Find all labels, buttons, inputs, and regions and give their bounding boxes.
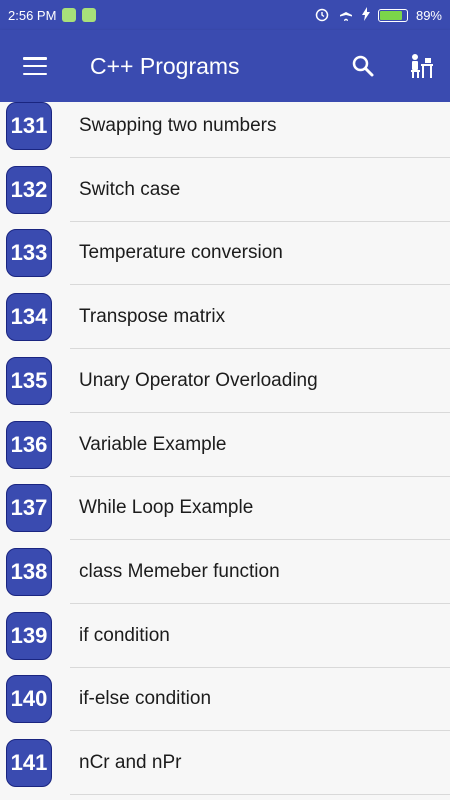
- search-button[interactable]: [334, 30, 392, 102]
- hamburger-menu-icon: [23, 57, 47, 75]
- program-number-badge: 140: [6, 675, 52, 724]
- program-title: if-else condition: [79, 688, 212, 710]
- row-divider: [70, 157, 450, 158]
- program-title: While Loop Example: [79, 497, 254, 519]
- list-item[interactable]: 137 While Loop Example: [0, 476, 450, 541]
- program-title: if condition: [79, 624, 170, 646]
- program-number-badge: 136: [6, 420, 52, 469]
- battery-icon: [377, 8, 408, 22]
- list-item[interactable]: 135 Unary Operator Overloading: [0, 349, 450, 413]
- program-number-badge: 133: [6, 229, 52, 278]
- status-right: 89%: [314, 6, 442, 25]
- list-item[interactable]: 140 if-else condition: [0, 667, 450, 732]
- list-item[interactable]: 134 Transpose matrix: [0, 285, 450, 350]
- program-title: Unary Operator Overloading: [79, 369, 318, 391]
- program-number-badge: 141: [6, 739, 52, 787]
- battery-percent: 89%: [415, 7, 442, 23]
- profile-button[interactable]: [392, 30, 450, 102]
- page-title: C++ Programs: [90, 52, 240, 79]
- program-title: Switch case: [79, 178, 181, 200]
- program-title: Swapping two numbers: [79, 115, 277, 136]
- battery-fill: [379, 10, 402, 20]
- program-title: nCr and nPr: [79, 752, 182, 773]
- program-number-badge: 132: [6, 165, 52, 214]
- row-divider: [70, 794, 450, 795]
- airplane-icon: [338, 6, 354, 25]
- program-title: class Memeber function: [79, 560, 280, 582]
- status-left: 2:56 PM: [8, 7, 97, 23]
- menu-button[interactable]: [0, 30, 70, 102]
- row-divider: [70, 730, 450, 732]
- status-time: 2:56 PM: [8, 7, 57, 23]
- program-number-badge: 131: [6, 102, 52, 150]
- alarm-icon: [314, 6, 330, 25]
- program-title: Variable Example: [79, 433, 227, 455]
- program-number-badge: 138: [6, 547, 52, 596]
- list-item[interactable]: 131 Swapping two numbers: [0, 102, 450, 158]
- list-item[interactable]: 133 Temperature conversion: [0, 221, 450, 286]
- program-number-badge: 135: [6, 356, 52, 405]
- row-divider: [70, 602, 450, 604]
- search-icon: [352, 55, 374, 77]
- program-number-badge: 139: [6, 611, 52, 660]
- list-item[interactable]: 138 class Memeber function: [0, 540, 450, 604]
- program-title: Transpose matrix: [79, 306, 226, 328]
- program-list: 131 Swapping two numbers 132 Switch case 133…: [0, 102, 450, 800]
- list-item[interactable]: 136 Variable Example: [0, 413, 450, 477]
- app-bar: C++ Programs: [0, 30, 450, 102]
- status-bar: 2:56 PM 89%: [0, 0, 450, 30]
- desk-person-icon: [411, 54, 433, 78]
- notification-icon: [62, 8, 77, 22]
- list-item[interactable]: 132 Switch case: [0, 158, 450, 222]
- row-divider: [70, 220, 450, 222]
- row-divider: [70, 666, 450, 668]
- row-divider: [70, 411, 450, 413]
- row-divider: [70, 284, 450, 286]
- program-number-badge: 134: [6, 293, 52, 342]
- row-divider: [70, 475, 450, 477]
- android-icon: [82, 8, 97, 22]
- list-item[interactable]: 139 if condition: [0, 604, 450, 668]
- row-divider: [70, 539, 450, 541]
- list-item[interactable]: 141 nCr and nPr: [0, 731, 450, 795]
- charging-icon: [361, 6, 370, 24]
- program-number-badge: 137: [6, 484, 52, 533]
- row-divider: [70, 348, 450, 350]
- program-title: Temperature conversion: [79, 242, 283, 264]
